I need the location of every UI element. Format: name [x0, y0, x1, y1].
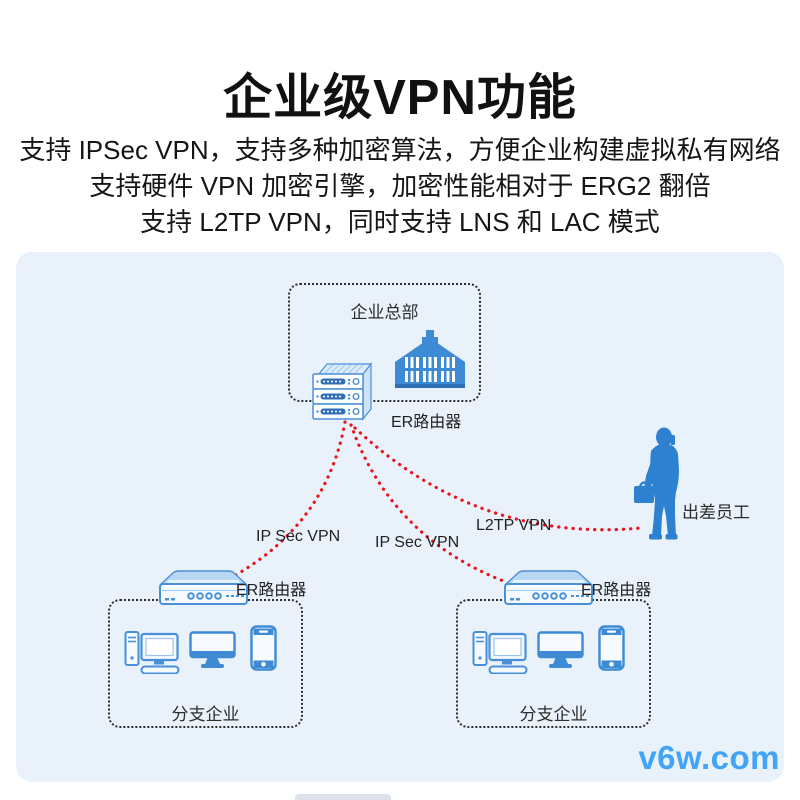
- next-section-cutoff: [295, 794, 391, 800]
- branch-left-router-icon: [159, 570, 248, 605]
- link-label-ipsec-right: IP Sec VPN: [375, 534, 460, 551]
- feature-line-3: 支持 L2TP VPN，同时支持 LNS 和 LAC 模式: [140, 207, 660, 237]
- branch-right-router-icon: [504, 570, 593, 605]
- business-traveler-icon: [634, 427, 679, 540]
- branch-right-router-label: ER路由器: [581, 582, 652, 599]
- branch-right-label: 分支企业: [519, 705, 588, 724]
- pc-icon-left: [124, 631, 180, 674]
- feature-line-2: 支持硬件 VPN 加密引擎，加密性能相对于 ERG2 翻倍: [89, 171, 711, 201]
- smartphone-icon-left: [250, 625, 277, 671]
- page-title: 企业级VPN功能: [223, 71, 577, 125]
- hq-router-label: ER路由器: [391, 414, 462, 431]
- hq-group-box: 企业总部: [288, 283, 481, 402]
- monitor-icon-left: [189, 631, 236, 668]
- pc-icon-right: [472, 631, 528, 674]
- monitor-icon-right: [537, 631, 584, 668]
- branch-left-label: 分支企业: [171, 705, 240, 724]
- traveler-label: 出差员工: [682, 503, 750, 522]
- hq-label: 企业总部: [350, 303, 419, 322]
- branch-left-router-label: ER路由器: [236, 582, 307, 599]
- building-icon: [395, 330, 465, 388]
- feature-line-1: 支持 IPSec VPN，支持多种加密算法，方便企业构建虚拟私有网络: [19, 135, 781, 165]
- link-label-l2tp: L2TP VPN: [476, 517, 552, 534]
- feature-description: 支持 IPSec VPN，支持多种加密算法，方便企业构建虚拟私有网络 支持硬件 …: [0, 132, 800, 240]
- link-label-ipsec-left: IP Sec VPN: [256, 528, 341, 545]
- hq-router-stack-icon: [312, 362, 373, 421]
- smartphone-icon-right: [598, 625, 625, 671]
- watermark: v6w.com: [638, 739, 780, 776]
